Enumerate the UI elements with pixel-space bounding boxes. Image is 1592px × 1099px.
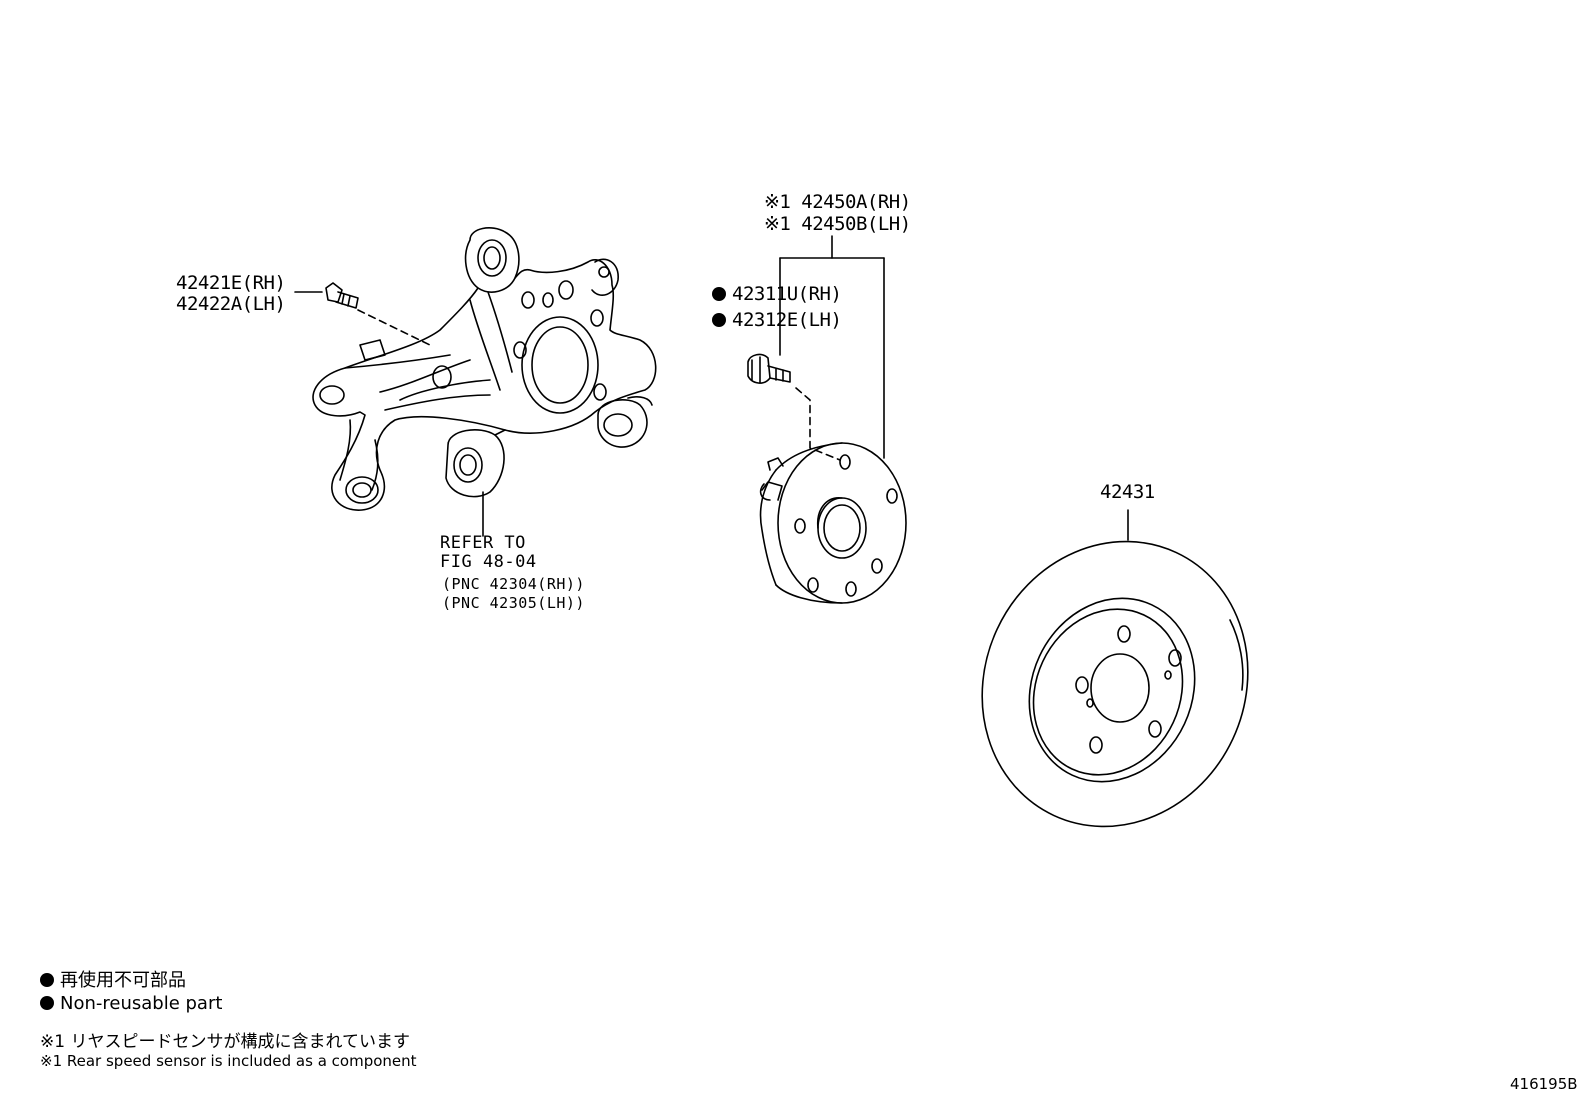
part-label-42422a: 42422A(LH) <box>176 293 286 315</box>
part-label-42311u-text: 42311U(RH) <box>732 283 842 305</box>
refer-to-line2: FIG 48-04 <box>440 552 537 572</box>
part-label-42431: 42431 <box>1100 481 1155 503</box>
part-label-42312e-text: 42312E(LH) <box>732 309 842 331</box>
part-label-42450a: ※1 42450A(RH) <box>764 191 911 213</box>
legend-nonreusable-en-text: Non-reusable part <box>60 993 223 1014</box>
hub-bolt-drawing <box>747 353 791 384</box>
refer-to-line1: REFER TO <box>440 533 526 553</box>
hub-bearing-drawing <box>759 442 907 604</box>
non-reusable-bullet-icon <box>712 287 726 301</box>
pnc-lh-label: (PNC 42305(LH)) <box>442 594 585 612</box>
note1-en: ※1 Rear speed sensor is included as a co… <box>40 1052 417 1070</box>
part-label-42311u: 42311U(RH) <box>712 283 842 305</box>
note1-jp: ※1 リヤスピードセンサが構成に含まれています <box>40 1032 410 1052</box>
legend-bullet-icon <box>40 973 54 987</box>
legend-nonreusable-jp: 再使用不可部品 <box>40 966 186 992</box>
pnc-rh-label: (PNC 42304(RH)) <box>442 575 585 593</box>
legend-bullet-icon <box>40 996 54 1010</box>
rear-axle-carrier-drawing <box>312 227 657 511</box>
non-reusable-bullet-icon <box>712 313 726 327</box>
part-label-42312e: 42312E(LH) <box>712 309 842 331</box>
legend-nonreusable-jp-text: 再使用不可部品 <box>60 970 186 991</box>
bolt-42421e-drawing <box>325 282 359 309</box>
part-label-42421e: 42421E(RH) <box>176 272 286 294</box>
brake-disc-drawing <box>981 540 1249 828</box>
part-label-42450b: ※1 42450B(LH) <box>764 213 911 235</box>
legend-nonreusable-en: Non-reusable part <box>40 993 222 1014</box>
figure-id: 416195B <box>1510 1075 1578 1093</box>
